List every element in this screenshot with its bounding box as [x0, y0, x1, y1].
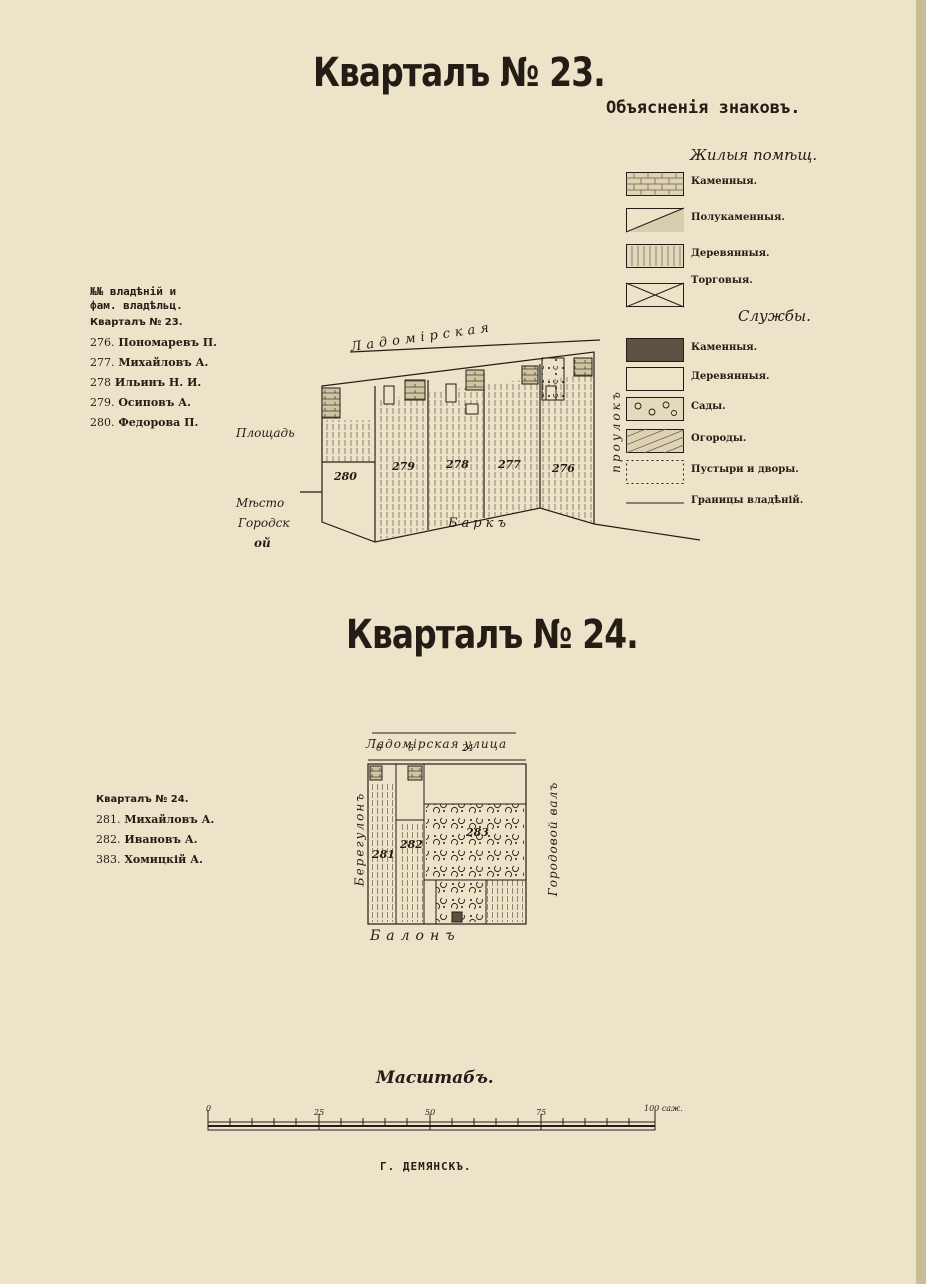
plot-number: 278: [446, 458, 469, 471]
boundary-swatch: [626, 502, 684, 504]
legend-dwellings-title: Жилыя помѣщ.: [690, 146, 818, 164]
owner-row: 383. Хомицкій А.: [96, 853, 203, 866]
scale-tick-label: 50: [425, 1108, 436, 1117]
trade-swatch: [625, 282, 685, 308]
legend-label: Границы владѣній.: [691, 495, 804, 506]
quarter-label: Кварталъ № 24.: [96, 794, 189, 805]
owner-row: 279. Осиповъ А.: [90, 396, 191, 409]
scale-tick-label: 75: [536, 1108, 547, 1117]
legend-label: Каменныя.: [691, 342, 758, 353]
half-stone-swatch: [625, 207, 685, 233]
legend-label: Сады.: [691, 401, 726, 412]
plot-number: 283: [466, 826, 489, 839]
street-label-right: проулокъ: [608, 389, 623, 473]
wasteland-swatch: [626, 460, 684, 484]
owner-row: 276. Пономаревъ П.: [90, 336, 217, 349]
street-label-lower-left-2: Городск: [238, 516, 290, 530]
vegetable-garden-swatch: [625, 428, 685, 454]
stone-service-swatch: [626, 338, 684, 362]
street-label-left: Площадь: [236, 426, 295, 440]
plot-number: 276: [552, 462, 575, 475]
scale-tick-label: 0: [206, 1104, 212, 1113]
street-label-left: Берегулонъ: [352, 791, 367, 887]
page-edge: [916, 0, 926, 1284]
dimension-label: 24: [462, 744, 474, 754]
owner-row: 280. Федорова П.: [90, 416, 199, 429]
legend-services-title: Службы.: [738, 307, 811, 325]
owner-row: 278 Ильинъ Н. И.: [90, 376, 202, 389]
city-footer: Г. ДЕМЯНСКЪ.: [380, 1160, 472, 1173]
dimension-label: 6: [376, 744, 382, 754]
legend-label: Торговыя.: [691, 275, 753, 286]
street-label-top: Ладомірская: [349, 320, 495, 355]
street-label-bottom: Баркъ: [448, 516, 511, 531]
legend-title: Объясненія знаковъ.: [606, 98, 801, 118]
garden-swatch: [626, 397, 684, 421]
legend-label: Полукаменныя.: [691, 212, 785, 223]
scale-end-label: 100 саж.: [644, 1104, 683, 1113]
scale-title: Масштабъ.: [376, 1068, 494, 1088]
owner-row: 282. Ивановъ А.: [96, 833, 198, 846]
street-label-lower-left-1: Мѣсто: [236, 496, 285, 510]
wood-swatch: [626, 244, 684, 268]
plot-number: 281: [372, 848, 395, 861]
block23-title: Кварталъ № 23.: [313, 50, 606, 96]
wood-service-swatch: [626, 367, 684, 391]
plot-number: 280: [334, 470, 357, 483]
block24-title: Кварталъ № 24.: [346, 612, 639, 658]
legend-label: Огороды.: [691, 433, 747, 444]
legend-label: Пустыри и дворы.: [691, 464, 799, 475]
street-label-lower-left-3: ой: [254, 536, 271, 550]
owner-row: 281. Михайловъ А.: [96, 813, 215, 826]
block23-owners: №№ владѣній и фам. владѣльц. Кварталъ № …: [90, 285, 217, 433]
plot-number: 277: [498, 458, 521, 471]
owner-row: 277. Михайловъ А.: [90, 356, 209, 369]
quarter-label: Кварталъ № 23.: [90, 317, 183, 328]
plot-number: 279: [392, 460, 415, 473]
owners-header-1: №№ владѣній и: [90, 285, 177, 298]
legend-label: Деревянныя.: [691, 248, 770, 259]
dimension-label: 6: [408, 744, 414, 754]
legend-label: Каменныя.: [691, 176, 758, 187]
owners-header-2: фам. владѣльц.: [90, 299, 183, 312]
street-label-bottom: Балонъ: [370, 928, 461, 944]
plot-number: 282: [400, 838, 423, 851]
block24-owners: Кварталъ № 24. 281. Михайловъ А. 282. Ив…: [96, 790, 214, 870]
brick-swatch: [626, 172, 684, 196]
legend-label: Деревянныя.: [691, 371, 770, 382]
street-label-top: Ладомірская улица: [366, 737, 508, 751]
street-label-right: Городовой валъ: [546, 781, 561, 897]
scale-tick-label: 25: [314, 1108, 325, 1117]
